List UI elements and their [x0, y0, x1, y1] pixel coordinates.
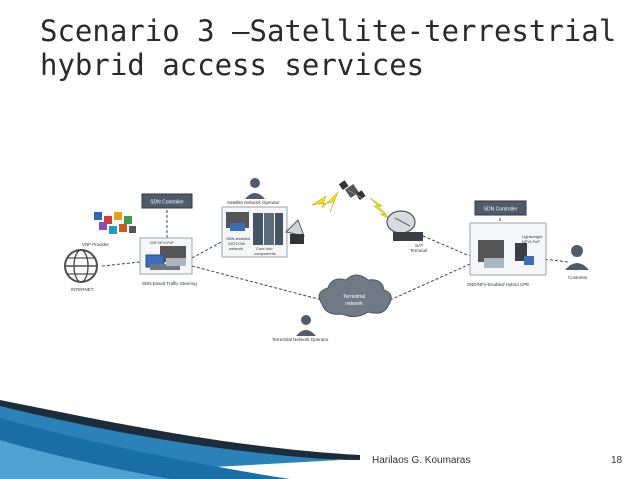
nfvi-pop-small-label: NFVI-PoP: [158, 241, 174, 245]
terrestrial-network-label-line2: network: [345, 301, 363, 307]
vnf-small-label: VNF: [150, 241, 157, 245]
satellite-icon: [338, 180, 366, 200]
sdn-controller-right-box: SDN Controller: [474, 200, 527, 216]
terrestrial-operator-person-icon: [296, 315, 316, 336]
satellite-network-operator-label: Satellite Network Operator: [227, 200, 280, 205]
core-hub-label-line2: components: [254, 251, 276, 256]
wireless-link-icon: [311, 191, 339, 213]
footer-author: Harilaos G. Koumaras: [372, 455, 471, 466]
customer-person-icon: [565, 245, 589, 270]
internet-label: INTERNET: [71, 287, 94, 292]
customer-label: Customer: [568, 275, 588, 280]
page-number: 18: [611, 455, 623, 466]
traffic-steering-label: SDN-based Traffic Steering: [142, 281, 197, 286]
hub-dish-icon: [285, 219, 305, 244]
hybrid-cpe-label: SND/NFV-Enabled Hybrid CPE: [467, 282, 529, 287]
sdn-controller-right-label: SDN Controller: [484, 207, 518, 213]
lightweight-nfvi-label-line1: Lightweight: [522, 234, 543, 239]
sdn-controller-left-label: SDN Controller: [150, 200, 184, 206]
vnf-provider-apps-icon: [94, 212, 136, 234]
traffic-steering-node: VNF NFVI-PoP: [139, 237, 193, 275]
lightweight-nfvi-label-line2: NFVI-PoP: [522, 239, 540, 244]
internet-globe-icon: [64, 249, 98, 283]
terrestrial-network-label-line1: Terrestrial: [343, 294, 365, 300]
slide-title: Scenario 3 –Satellite-terrestrial hybrid…: [40, 14, 616, 82]
core-hub-label-line1: Core hub: [256, 246, 273, 251]
sdn-controller-left-box: SDN Controller: [141, 193, 193, 209]
footer-swoosh-decoration: [0, 400, 360, 479]
sat-terminal-label-line1: SAT: [415, 243, 424, 248]
terrestrial-network-cloud-icon: [318, 274, 392, 318]
satcom-network-label-line1: SDN-enabled: [226, 236, 250, 241]
slide-title-line-1: Scenario 3 –Satellite-terrestrial: [40, 14, 617, 48]
terrestrial-network-operator-label: Terrestrial Network Operator: [272, 337, 329, 342]
satcom-network-label-line2: SATCOM: [228, 241, 245, 246]
satcom-network-label-line3: network: [229, 246, 243, 251]
vnf-provider-label: VNF Provider: [82, 242, 110, 247]
sat-terminal-label-line2: Terminal: [410, 248, 427, 253]
hybrid-cpe-box: Lightweight NFVI-PoP: [469, 222, 547, 276]
satellite-operator-person-icon: [245, 178, 265, 199]
sat-terminal-dish-icon: [386, 210, 423, 241]
satcom-operator-box: SDN-enabled SATCOM network Core hub comp…: [221, 206, 288, 258]
slide-title-line-2: hybrid access services: [40, 48, 425, 82]
